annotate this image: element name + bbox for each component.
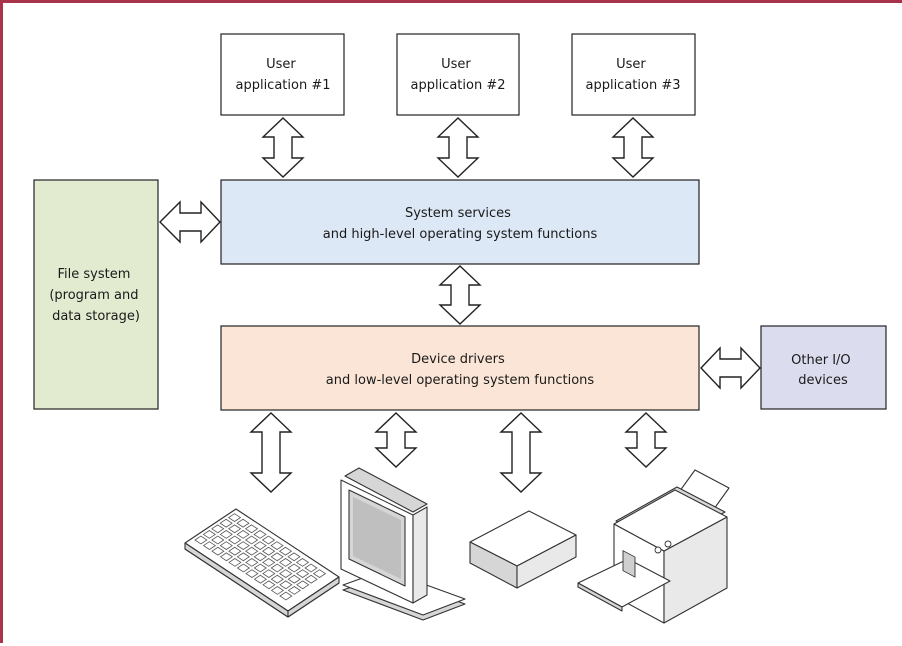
disk-drive-icon <box>469 510 577 589</box>
device-drivers-box <box>220 325 700 411</box>
keyboard-key <box>253 552 267 562</box>
double-arrow-app2-system <box>436 117 480 178</box>
keyboard-key <box>227 524 242 534</box>
keyboard-key <box>202 541 217 550</box>
keyboard-key <box>287 552 301 562</box>
keyboard-key <box>312 569 327 578</box>
keyboard-key <box>253 563 267 573</box>
keyboard-key <box>236 552 250 562</box>
keyboard-key <box>261 535 276 545</box>
device-drivers-label: Device drivers and low-level operating s… <box>326 352 595 388</box>
keyboard-key <box>245 558 259 567</box>
keyboard-key <box>236 541 250 550</box>
monitor-icon <box>340 467 466 621</box>
user-application-2-label: User application #2 <box>410 57 505 93</box>
keyboard-key <box>295 569 310 578</box>
keyboard-key <box>245 546 259 556</box>
keyboard-key <box>227 513 242 522</box>
keyboard-key <box>278 558 293 567</box>
keyboard-key <box>261 546 276 556</box>
keyboard-key <box>262 569 276 578</box>
keyboard-key <box>219 530 233 539</box>
keyboard-key <box>219 541 233 550</box>
keyboard-key <box>287 574 301 584</box>
user-application-2-box <box>396 33 520 116</box>
keyboard-key <box>253 541 267 550</box>
keyboard-key <box>244 524 259 534</box>
keyboard-key <box>270 552 284 562</box>
keyboard-key <box>253 574 268 584</box>
keyboard-key <box>211 535 225 545</box>
double-arrow-filesystem-system <box>159 200 221 244</box>
keyboard-icon <box>184 508 340 618</box>
keyboard-key <box>228 558 242 567</box>
keyboard-key <box>245 569 259 578</box>
keyboard-key <box>228 535 242 545</box>
keyboard-key <box>295 558 310 567</box>
double-arrow-system-drivers <box>438 265 482 325</box>
double-arrow-app1-system <box>261 117 305 178</box>
double-arrow-drivers-disk <box>499 412 543 493</box>
keyboard-key <box>219 552 234 562</box>
keyboard-key <box>219 518 233 528</box>
keyboard-key <box>270 586 285 595</box>
keyboard-key <box>253 530 267 539</box>
keyboard-key <box>279 569 293 578</box>
keyboard-key <box>270 563 284 573</box>
keyboard-key <box>304 563 318 573</box>
user-application-1-box <box>220 33 345 116</box>
printer-icon <box>577 469 730 624</box>
keyboard-key <box>244 535 259 545</box>
keyboard-key <box>304 574 318 584</box>
double-arrow-drivers-keyboard <box>249 412 293 493</box>
keyboard-key <box>236 518 250 528</box>
keyboard-key <box>211 546 225 556</box>
keyboard-key <box>236 530 250 539</box>
keyboard-key <box>270 574 284 584</box>
keyboard-key <box>270 541 284 550</box>
user-application-3-label: User application #3 <box>585 57 680 93</box>
other-io-devices-label: Other I/O devices <box>791 353 855 388</box>
keyboard-key <box>296 580 310 590</box>
file-system-label: File system (program and data storage) <box>49 267 142 324</box>
keyboard-key <box>279 580 293 590</box>
keyboard-key <box>262 558 276 567</box>
keyboard-key <box>287 586 301 595</box>
double-arrow-drivers-monitor <box>374 412 418 468</box>
user-application-1-label: User application #1 <box>235 57 330 93</box>
keyboard-key <box>278 546 293 556</box>
os-layers-diagram: User application #1 User application #2 … <box>33 33 887 624</box>
double-arrow-drivers-otherio <box>700 346 761 390</box>
keyboard-key <box>287 563 301 573</box>
keyboard-key <box>228 546 242 556</box>
keyboard-key <box>211 524 225 534</box>
other-io-devices-box <box>760 325 887 410</box>
keyboard-key <box>194 535 208 545</box>
double-arrow-app3-system <box>611 117 655 178</box>
file-system-box <box>33 179 159 410</box>
keyboard-key <box>262 580 276 590</box>
keyboard-key <box>202 530 216 539</box>
keyboard-key <box>279 591 293 601</box>
system-services-box <box>220 179 700 265</box>
user-application-3-box <box>571 33 696 116</box>
double-arrow-drivers-printer <box>624 412 668 468</box>
system-services-label: System services and high-level operating… <box>323 206 598 242</box>
keyboard-key <box>236 563 251 573</box>
